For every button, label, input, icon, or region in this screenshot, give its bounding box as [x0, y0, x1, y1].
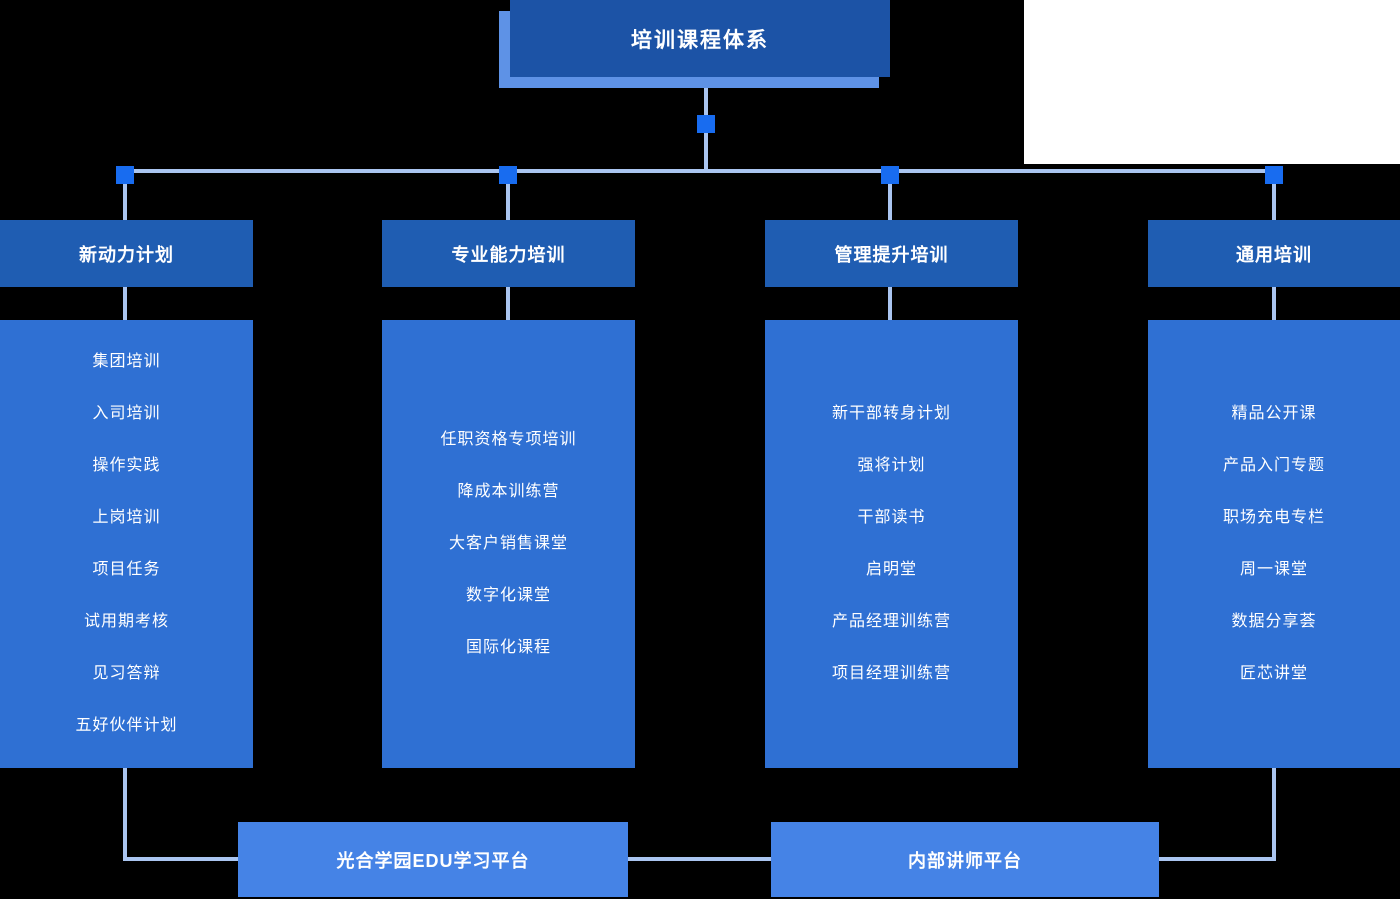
connector-square-marker-col1	[116, 166, 134, 184]
course-item: 任职资格专项培训	[440, 431, 577, 448]
bottom-horizontal-line-right	[1159, 857, 1276, 861]
bottom-horizontal-line-middle	[628, 857, 771, 861]
course-item: 国际化课程	[465, 639, 551, 656]
column-header-professional-training: 专业能力培训	[382, 220, 635, 287]
white-background-patch	[1024, 0, 1400, 164]
course-item: 集团培训	[92, 353, 161, 370]
course-item: 周一课堂	[1239, 561, 1308, 578]
course-item: 匠芯讲堂	[1239, 665, 1308, 682]
course-item: 项目经理训练营	[831, 665, 951, 682]
main-horizontal-connector-line	[125, 169, 1276, 173]
course-item: 大客户销售课堂	[448, 535, 568, 552]
connector-square-marker-col4	[1265, 166, 1283, 184]
course-item: 精品公开课	[1231, 405, 1317, 422]
course-item: 项目任务	[92, 561, 161, 578]
platform-internal-lecturer: 内部讲师平台	[771, 822, 1159, 897]
course-item: 入司培训	[92, 405, 161, 422]
platform-edu-learning: 光合学园EDU学习平台	[238, 822, 628, 897]
course-item: 产品入门专题	[1222, 457, 1325, 474]
course-item: 操作实践	[92, 457, 161, 474]
course-item: 新干部转身计划	[831, 405, 951, 422]
column-header-new-power-plan: 新动力计划	[0, 220, 253, 287]
course-item: 产品经理训练营	[831, 613, 951, 630]
column4-bottom-connector-line	[1272, 768, 1276, 861]
column-header-management-training: 管理提升培训	[765, 220, 1018, 287]
course-item: 干部读书	[857, 509, 926, 526]
course-item: 职场充电专栏	[1222, 509, 1325, 526]
course-item: 见习答辩	[92, 665, 161, 682]
course-item: 五好伙伴计划	[75, 717, 178, 734]
course-item: 数字化课堂	[465, 587, 551, 604]
column-body-professional-training: 任职资格专项培训降成本训练营大客户销售课堂数字化课堂国际化课程	[382, 320, 635, 768]
course-item: 启明堂	[865, 561, 917, 578]
page-title: 培训课程体系	[510, 0, 890, 77]
column-body-new-power-plan: 集团培训入司培训操作实践上岗培训项目任务试用期考核见习答辩五好伙伴计划	[0, 320, 253, 768]
column1-bottom-connector-line	[123, 768, 127, 861]
bottom-horizontal-line-left	[125, 857, 240, 861]
course-item: 上岗培训	[92, 509, 161, 526]
course-item: 降成本训练营	[457, 483, 560, 500]
connector-square-marker-col3	[881, 166, 899, 184]
course-item: 试用期考核	[83, 613, 169, 630]
column-header-general-training: 通用培训	[1148, 220, 1400, 287]
course-item: 强将计划	[857, 457, 926, 474]
column-body-management-training: 新干部转身计划强将计划干部读书启明堂产品经理训练营项目经理训练营	[765, 320, 1018, 768]
connector-square-marker-top	[697, 115, 715, 133]
connector-square-marker-col2	[499, 166, 517, 184]
column-body-general-training: 精品公开课产品入门专题职场充电专栏周一课堂数据分享荟匠芯讲堂	[1148, 320, 1400, 768]
course-item: 数据分享荟	[1231, 613, 1317, 630]
